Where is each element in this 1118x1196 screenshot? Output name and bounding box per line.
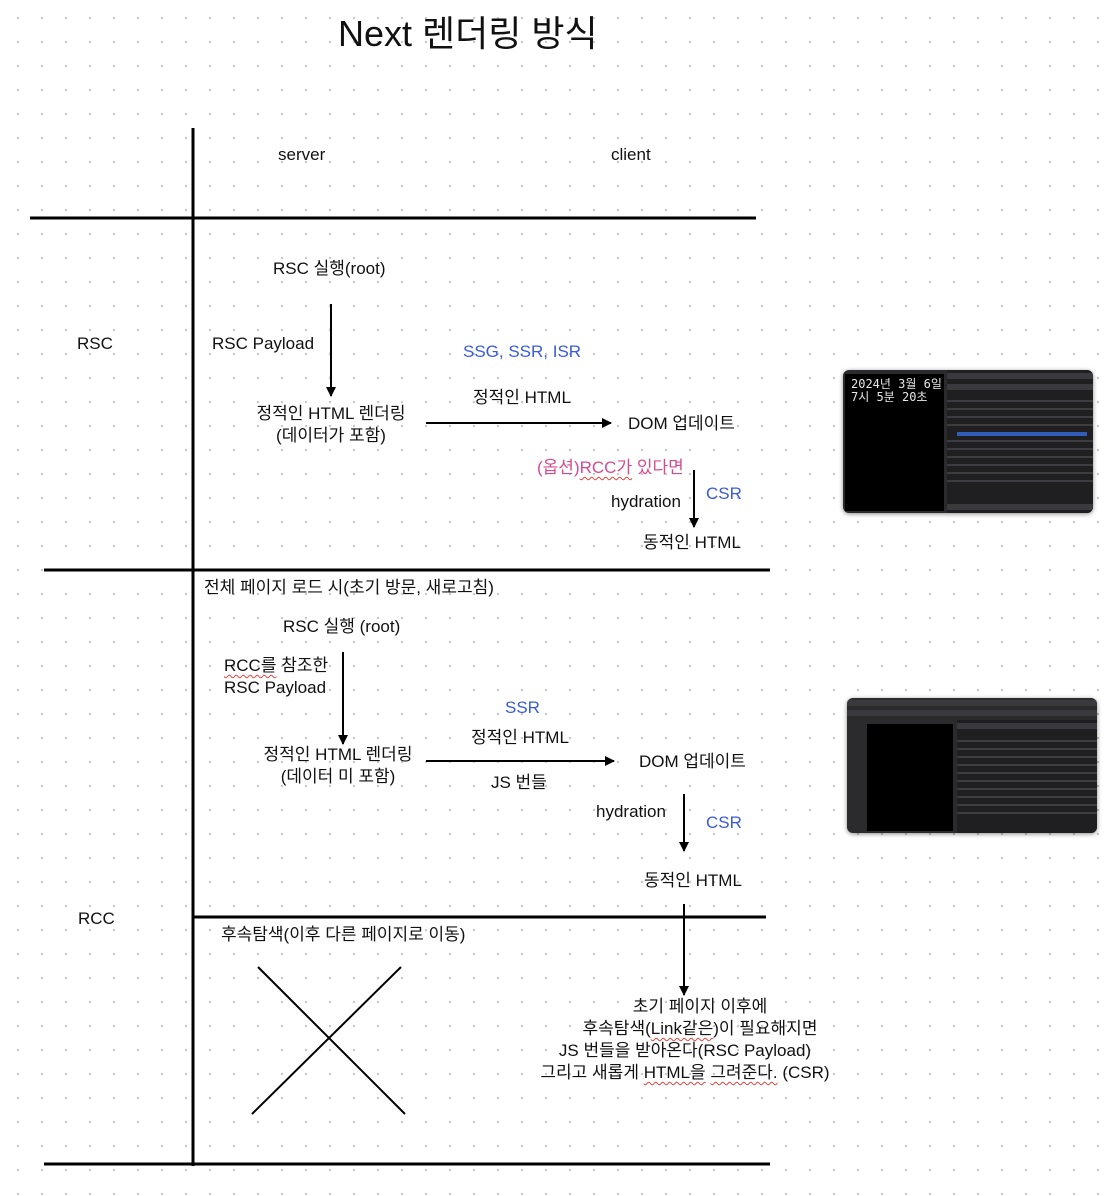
rsc-option-prefix: (옵션)	[537, 458, 580, 477]
cross-mark-b	[251, 966, 402, 1115]
rsc-static-render-line1: 정적인 HTML 렌더링	[256, 404, 406, 423]
rsc-render-modes: SSG, SSR, ISR	[463, 342, 582, 361]
rcc-ref-line1: RCC를 참조한	[224, 655, 328, 677]
client-column-label: client	[611, 145, 651, 164]
rcc-note-line2-a: 후속탐색(	[582, 1019, 651, 1038]
rsc-static-html-label: 정적인 HTML	[473, 388, 571, 407]
rcc-note-line4-a: 그리고 새롭게	[540, 1063, 644, 1082]
rsc-static-render-line2: (데이터가 포함)	[276, 426, 386, 445]
rcc-row-label: RCC	[78, 909, 115, 928]
rsc-option-rcc: RCC가	[579, 458, 633, 477]
screenshot2-devtools-panel	[957, 720, 1097, 833]
screenshot-clock-line1: 2024년 3월 6일	[851, 377, 942, 391]
rcc-dom-update: DOM 업데이트	[639, 752, 746, 771]
rcc-static-html-label: 정적인 HTML	[471, 728, 569, 747]
screenshot-page-area	[845, 374, 944, 511]
rcc-payload-label: RSC Payload	[224, 678, 327, 697]
rcc-ssr-label: SSR	[505, 698, 540, 717]
rsc-hydration-label: hydration	[611, 492, 681, 511]
rsc-row-label: RSC	[77, 334, 113, 353]
screenshot2-browser-tabs	[847, 700, 1097, 706]
rcc-note-line1: 초기 페이지 이후에	[632, 997, 768, 1016]
rsc-payload-label: RSC Payload	[212, 334, 315, 353]
rcc-note-line4: 그리고 새롭게 HTML을 그려준다. (CSR)	[505, 1062, 865, 1084]
rcc-ref-rcc: RCC를	[224, 656, 277, 675]
cross-mark-a	[257, 966, 406, 1115]
server-column-label: server	[278, 145, 326, 164]
rcc-note-html: HTML을	[643, 1063, 706, 1082]
rcc-dynamic-html: 동적인 HTML	[644, 871, 742, 890]
rsc-run-root: RSC 실행(root)	[273, 259, 386, 278]
rsc-devtools-screenshot[interactable]: 2024년 3월 6일 7시 5분 20초	[843, 370, 1093, 513]
page-title: Next 렌더링 방식	[338, 13, 598, 54]
rcc-run-root: RSC 실행 (root)	[283, 617, 401, 636]
rcc-static-render-line2: (데이터 미 포함)	[280, 767, 396, 786]
screenshot2-address-bar	[847, 710, 1097, 716]
rsc-dom-update: DOM 업데이트	[628, 414, 735, 433]
rcc-note-line2-c: )이 필요해지면	[713, 1019, 818, 1038]
screenshot-clock: 2024년 3월 6일 7시 5분 20초	[851, 378, 942, 404]
rcc-note-link: Link같은	[650, 1019, 714, 1038]
rsc-option-suffix: 있다면	[632, 458, 684, 477]
rcc-subsequent-label: 후속탐색(이후 다른 페이지로 이동)	[221, 925, 466, 944]
screenshot-clock-line2: 7시 5분 20초	[851, 390, 928, 404]
rsc-option-note: (옵션)RCC가 있다면	[537, 457, 684, 479]
rcc-note-draw: 그려준다.	[710, 1063, 778, 1082]
rcc-note-line2: 후속탐색(Link같은)이 필요해지면	[520, 1018, 880, 1040]
rcc-note-line4-e: (CSR)	[777, 1063, 830, 1082]
screenshot2-page-area	[867, 724, 953, 831]
rsc-dynamic-html: 동적인 HTML	[643, 533, 741, 552]
rcc-static-render-line1: 정적인 HTML 렌더링	[263, 745, 413, 764]
rcc-hydration-label: hydration	[596, 802, 666, 821]
rsc-csr-label: CSR	[706, 484, 742, 503]
rcc-devtools-screenshot[interactable]	[847, 698, 1097, 833]
rcc-note-line3: JS 번들을 받아온다(RSC Payload)	[558, 1041, 812, 1060]
rcc-ref-suffix: 참조한	[276, 656, 329, 675]
rcc-csr-label: CSR	[706, 813, 742, 832]
rcc-full-load-label: 전체 페이지 로드 시(초기 방문, 새로고침)	[204, 578, 494, 597]
screenshot-devtools-panel	[947, 370, 1093, 513]
rcc-js-bundle-label: JS 번들	[491, 773, 547, 792]
